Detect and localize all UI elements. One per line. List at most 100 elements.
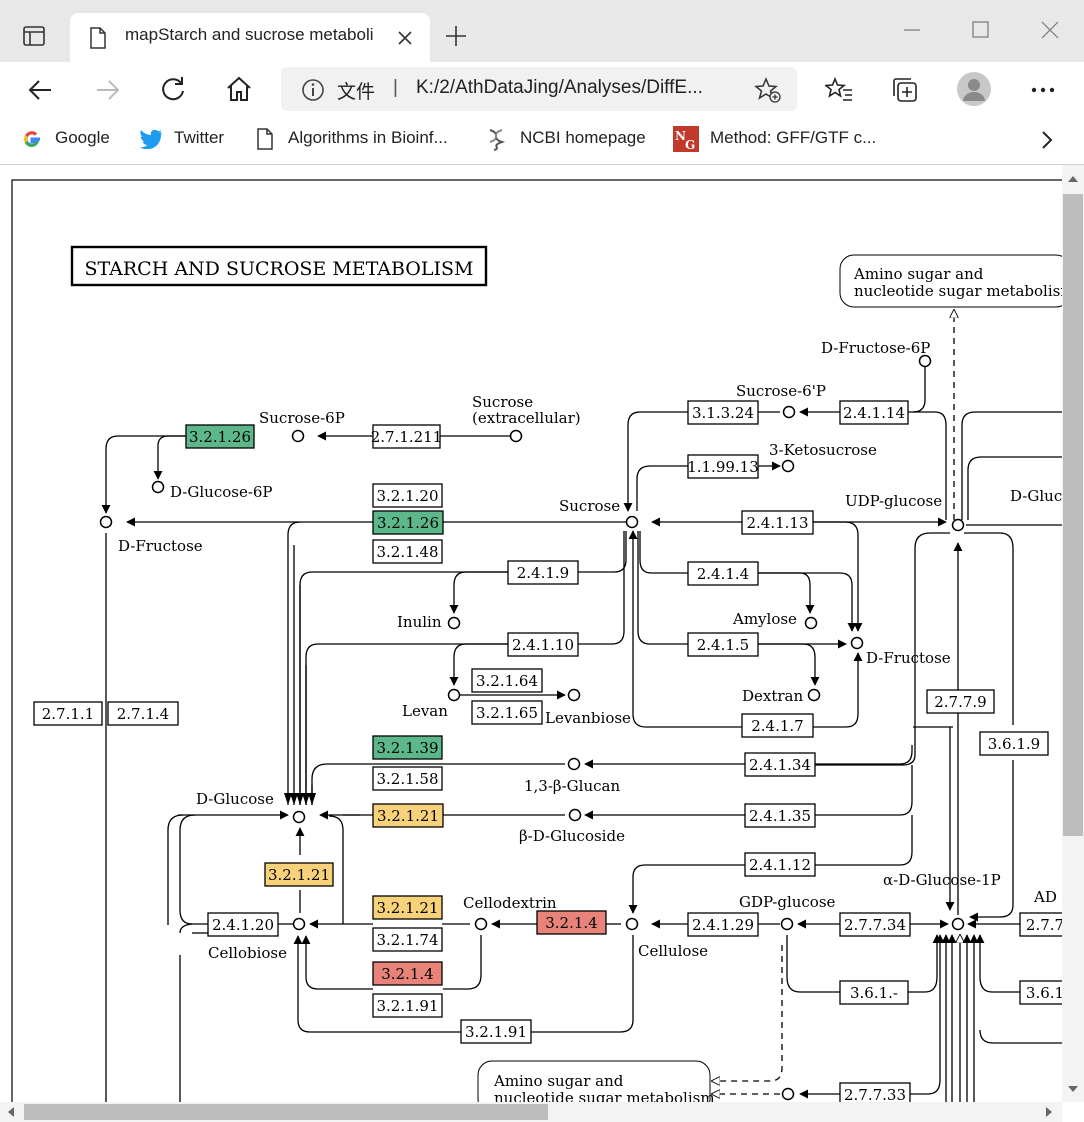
maximize-icon[interactable]	[971, 20, 991, 40]
scroll-right-icon[interactable]	[1042, 1105, 1056, 1119]
enzyme-box-2-4-1-14[interactable]: 2.4.1.14	[839, 400, 909, 425]
enzyme-box-2-7-7-33[interactable]: 2.7.7.33	[839, 1082, 911, 1102]
compound-label[interactable]: Sucrose-6P	[259, 409, 345, 427]
compound-label[interactable]: Sucrose	[472, 393, 533, 411]
active-tab[interactable]: mapStarch and sucrose metaboli	[70, 13, 430, 62]
back-icon[interactable]	[27, 76, 55, 104]
compound-label[interactable]: D-Glucose-6P	[170, 483, 273, 501]
new-tab-icon[interactable]	[444, 24, 468, 48]
enzyme-box-2-7-7-34[interactable]: 2.7.7.34	[839, 912, 911, 937]
enzyme-box-2-4-1-29[interactable]: 2.4.1.29	[687, 912, 759, 937]
enzyme-box-3-2-1-64[interactable]: 3.2.1.64	[471, 668, 543, 693]
enzyme-box-3-2-1-4[interactable]: 3.2.1.4	[372, 961, 443, 986]
enzyme-box-3-2-1-58[interactable]: 3.2.1.58	[372, 766, 443, 791]
compound-label[interactable]: Dextran	[742, 687, 804, 705]
enzyme-box-2-4-1-7[interactable]: 2.4.1.7	[741, 713, 814, 738]
refresh-icon[interactable]	[159, 75, 187, 103]
enzyme-label: 3.6.1.-	[850, 984, 898, 1002]
kegg-pathway-map[interactable]: STARCH AND SUCROSE METABOLISM Amino suga…	[0, 165, 1062, 1102]
compound-label[interactable]: AD	[1033, 888, 1057, 906]
enzyme-box-3-6-1--[interactable]: 3.6.1.-	[839, 980, 909, 1005]
enzyme-box-2-7-1-4[interactable]: 2.7.1.4	[107, 701, 179, 726]
compound-label[interactable]: α-D-Glucose-1P	[883, 871, 1001, 889]
enzyme-box-2-4-1-13[interactable]: 2.4.1.13	[741, 510, 814, 535]
more-menu-icon[interactable]	[1030, 80, 1056, 100]
compound-label[interactable]: D-Glucose	[196, 790, 274, 808]
enzyme-box-2-7-7-9[interactable]: 2.7.7.9	[926, 689, 995, 714]
enzyme-box-2-4-1-10[interactable]: 2.4.1.10	[507, 632, 579, 657]
compound-label[interactable]: 3-Ketosucrose	[769, 441, 877, 459]
home-icon[interactable]	[225, 75, 253, 103]
compound-label[interactable]: Inulin	[397, 613, 442, 631]
enzyme-box-3-2-1-65[interactable]: 3.2.1.65	[471, 700, 543, 725]
enzyme-box-2-4-1-34[interactable]: 2.4.1.34	[744, 752, 816, 777]
address-url[interactable]: K:/2/AthDataJing/Analyses/DiffE...	[416, 77, 703, 98]
pathway-link-amino-sugar-top[interactable]: Amino sugar and nucleotide sugar metabol…	[839, 254, 1062, 308]
enzyme-box-2-7-1-1[interactable]: 2.7.1.1	[33, 701, 103, 726]
enzyme-box-2-4-1-12[interactable]: 2.4.1.12	[744, 852, 816, 877]
chevron-right-icon[interactable]	[1038, 130, 1056, 150]
enzyme-box-3-2-1-21[interactable]: 3.2.1.21	[264, 862, 334, 887]
compound-label[interactable]: Sucrose-6'P	[736, 382, 826, 400]
compound-label[interactable]: β-D-Glucoside	[519, 827, 625, 845]
collections-icon[interactable]	[891, 76, 919, 104]
forward-icon[interactable]	[93, 76, 121, 104]
compound-label[interactable]: Levan	[402, 702, 448, 720]
enzyme-box-3-2-1-48[interactable]: 3.2.1.48	[372, 539, 443, 564]
enzyme-box-2-7-7[interactable]: 2.7.7	[1019, 912, 1062, 937]
enzyme-box-3-2-1-21[interactable]: 3.2.1.21	[372, 803, 444, 828]
link-line: Amino sugar and	[853, 265, 984, 283]
enzyme-box-3-2-1-91[interactable]: 3.2.1.91	[460, 1019, 532, 1044]
address-bar[interactable]: 文件 | K:/2/AthDataJing/Analyses/DiffE...	[281, 67, 797, 111]
enzyme-box-3-2-1-4[interactable]: 3.2.1.4	[536, 910, 607, 935]
enzyme-box-2-4-1-5[interactable]: 2.4.1.5	[687, 632, 759, 657]
enzyme-box-3-2-1-20[interactable]: 3.2.1.20	[372, 483, 443, 508]
enzyme-box-3-2-1-74[interactable]: 3.2.1.74	[372, 927, 443, 952]
compound-label[interactable]: UDP-glucose	[845, 492, 942, 510]
enzyme-box-3-2-1-26[interactable]: 3.2.1.26	[185, 424, 255, 449]
scroll-down-icon[interactable]	[1066, 1082, 1080, 1096]
compound-label[interactable]: Cellobiose	[208, 944, 287, 962]
compound-label[interactable]: Sucrose	[559, 497, 620, 515]
compound-label[interactable]: (extracellular)	[472, 409, 581, 427]
enzyme-box-3-6-1-9[interactable]: 3.6.1.9	[979, 731, 1049, 756]
enzyme-box-1-1-99-13[interactable]: 1.1.99.13	[687, 454, 759, 479]
add-favorite-icon[interactable]	[754, 76, 782, 104]
compound-label[interactable]: Cellulose	[638, 942, 708, 960]
enzyme-box-3-2-1-91[interactable]: 3.2.1.91	[372, 993, 443, 1018]
favorites-icon[interactable]	[825, 76, 853, 104]
compound-label[interactable]: Cellodextrin	[463, 894, 557, 912]
compound-label[interactable]: Levanbiose	[545, 709, 631, 727]
enzyme-label: 3.2.1.26	[189, 428, 251, 446]
horizontal-scrollbar-thumb[interactable]	[24, 1104, 548, 1120]
minimize-icon[interactable]	[902, 20, 922, 40]
compound-label[interactable]: D-Gluc	[1010, 487, 1062, 505]
enzyme-box-3-2-1-26[interactable]: 3.2.1.26	[372, 510, 444, 535]
compound-label[interactable]: D-Fructose	[866, 649, 951, 667]
enzyme-box-2-4-1-35[interactable]: 2.4.1.35	[744, 803, 816, 828]
enzyme-box-2-4-1-9[interactable]: 2.4.1.9	[507, 560, 579, 585]
info-icon[interactable]	[301, 78, 325, 102]
enzyme-box-2-7-1-211[interactable]: 2.7.1.211	[371, 424, 443, 449]
enzyme-box-3-2-1-21[interactable]: 3.2.1.21	[372, 895, 443, 920]
compound-label[interactable]: 1,3-β-Glucan	[524, 777, 620, 795]
compound-label[interactable]: D-Fructose	[118, 537, 203, 555]
scroll-left-icon[interactable]	[4, 1105, 18, 1119]
enzyme-box-2-4-1-4[interactable]: 2.4.1.4	[687, 561, 759, 586]
compound-label[interactable]: D-Fructose-6P	[821, 339, 930, 357]
enzyme-box-2-4-1-20[interactable]: 2.4.1.20	[207, 912, 279, 937]
ncbi-helix-icon	[489, 129, 506, 151]
enzyme-box-3-1-3-24[interactable]: 3.1.3.24	[687, 400, 759, 425]
pathway-link-amino-sugar-bottom[interactable]: Amino sugar and nucleotide sugar metabol…	[477, 1060, 715, 1102]
enzyme-box-3-2-1-39[interactable]: 3.2.1.39	[372, 735, 443, 760]
compound-label[interactable]: Amylose	[732, 610, 797, 628]
compound-label[interactable]: GDP-glucose	[739, 893, 836, 911]
close-window-icon[interactable]	[1040, 20, 1060, 40]
tab-actions-icon[interactable]	[22, 24, 46, 48]
profile-avatar-icon[interactable]	[956, 71, 992, 107]
enzyme-boxes[interactable]: 3.2.1.26 2.7.1.211 3.1.3.24 2.4.1.14 1.1.99.…	[33, 400, 1062, 1102]
vertical-scrollbar-thumb[interactable]	[1063, 194, 1083, 836]
scroll-up-icon[interactable]	[1066, 172, 1080, 186]
enzyme-box-3-6-1[interactable]: 3.6.1	[1019, 980, 1062, 1005]
close-tab-icon[interactable]	[396, 29, 414, 47]
